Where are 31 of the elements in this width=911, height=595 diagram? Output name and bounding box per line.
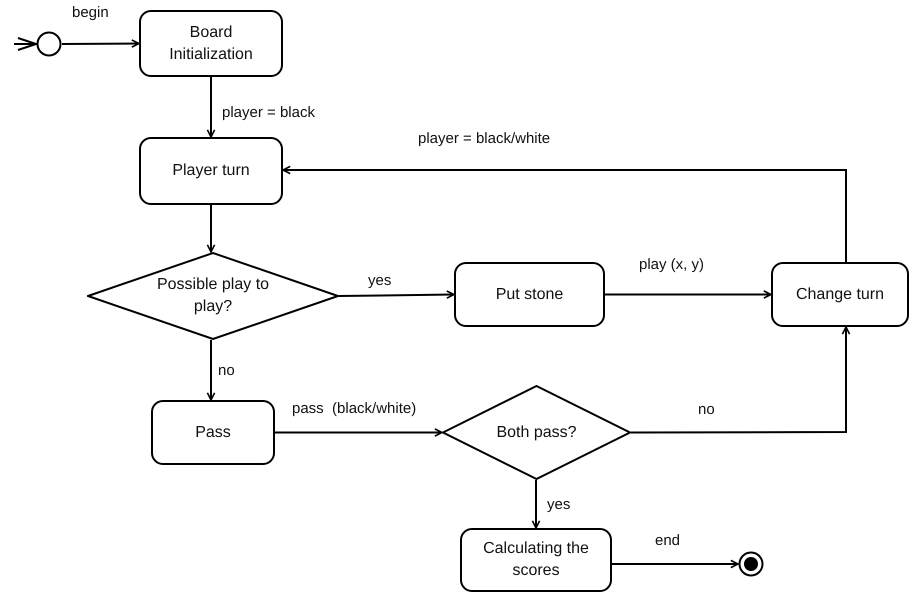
node-label: Calculating the scores	[482, 539, 590, 581]
edge-label: play (x, y)	[637, 256, 706, 273]
arrow	[62, 39, 140, 48]
edge-label: pass (black/white)	[290, 400, 418, 417]
arrow	[605, 290, 772, 299]
process-box	[771, 262, 909, 327]
process-box	[151, 400, 275, 465]
arrow	[338, 290, 455, 299]
node-label: Change turn	[796, 284, 884, 305]
edge-label: player = black/white	[416, 130, 552, 147]
process-box	[139, 137, 283, 205]
node-label: Pass	[195, 422, 231, 443]
entry-arrowhead	[14, 37, 37, 51]
arrow	[206, 77, 216, 138]
node-label: Player turn	[172, 161, 250, 182]
edge-label: begin	[70, 4, 111, 21]
arrow	[206, 205, 216, 253]
arrow	[532, 480, 540, 529]
arrow	[631, 326, 850, 434]
node-label: Board Initialization	[168, 22, 254, 64]
edge-label: player = black	[220, 104, 317, 121]
node-label: Put stone	[496, 284, 564, 305]
arrow	[206, 340, 216, 401]
process-box	[460, 528, 612, 592]
arrow	[282, 166, 847, 262]
process-box	[454, 262, 605, 327]
arrow	[612, 560, 739, 568]
node-label: Both pass?	[496, 422, 577, 443]
process-box	[139, 10, 283, 77]
arrow	[275, 428, 443, 437]
node-label: Possible play to play?	[156, 275, 270, 317]
